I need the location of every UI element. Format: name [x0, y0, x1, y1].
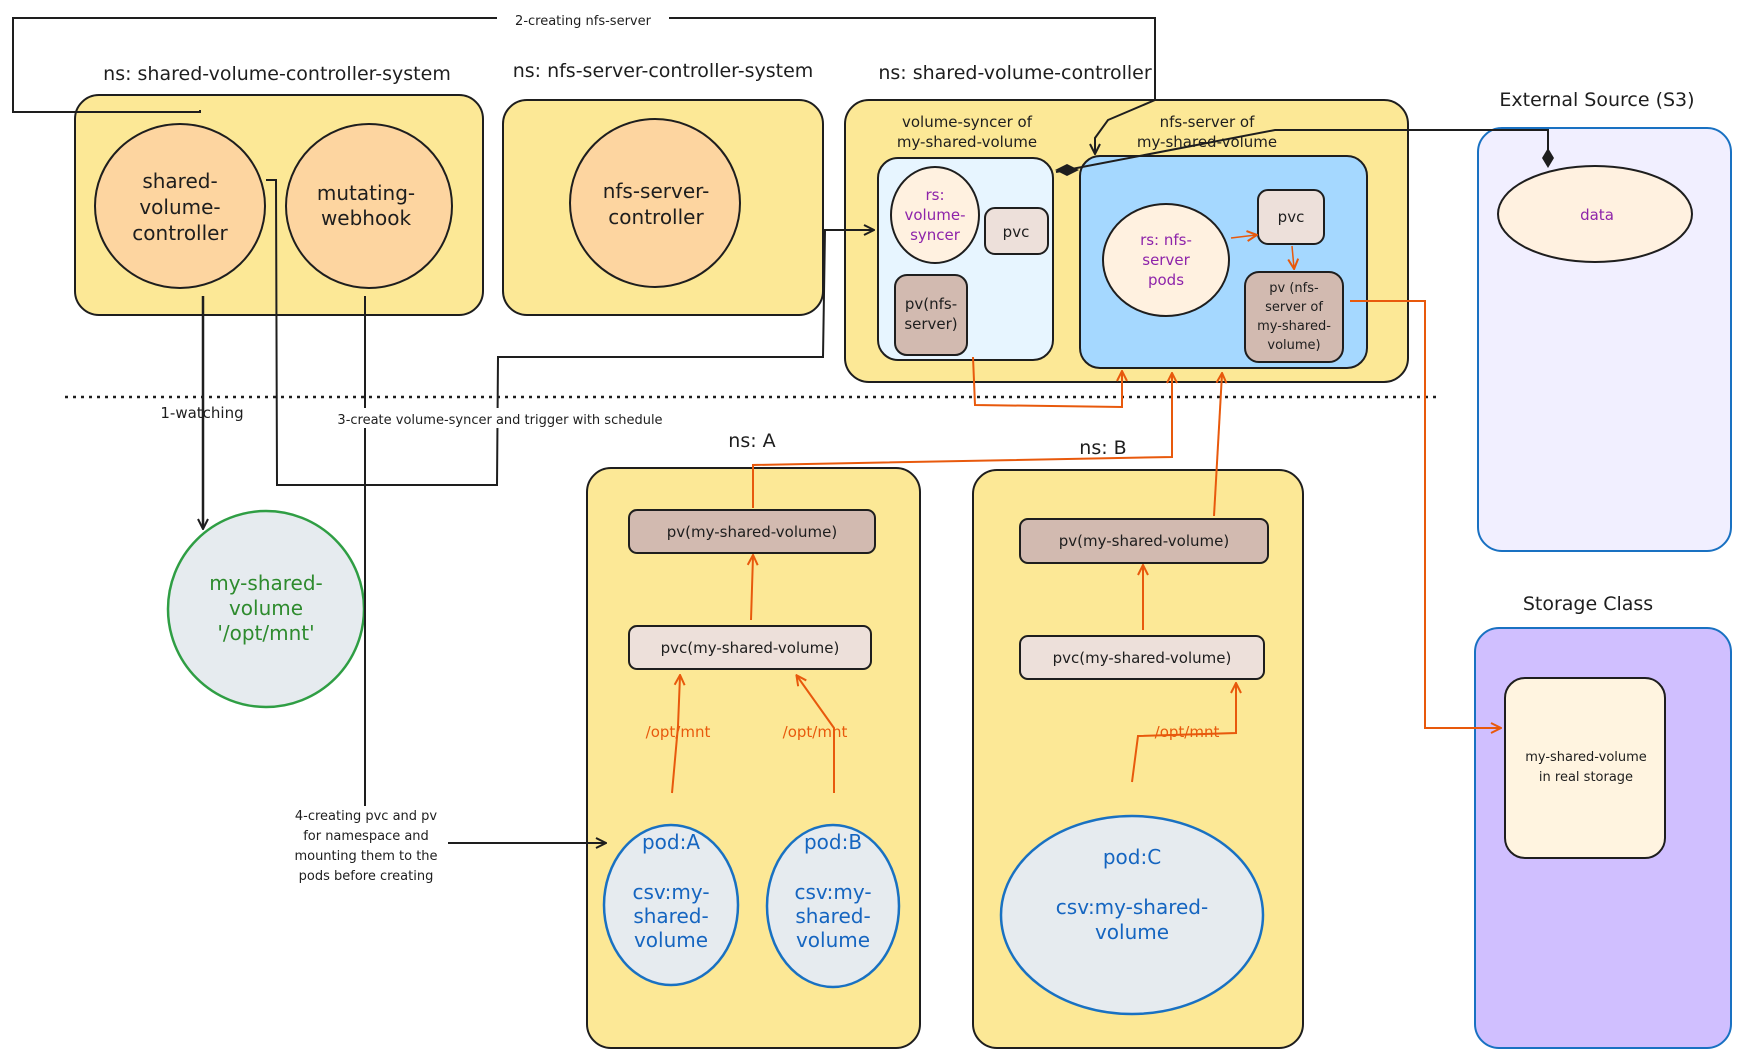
real-storage-label-1: my-shared-volume [1525, 750, 1647, 765]
pod-a-name: pod:A [642, 830, 700, 854]
nfs-server-group-title-2: my-shared-volume [1137, 133, 1277, 151]
pod-b-node [765, 823, 901, 989]
arrow-pod-a-mount [671, 676, 680, 794]
ns-a-pvc-label: pvc(my-shared-volume) [661, 639, 840, 657]
my-shared-volume-label-3: '/opt/mnt' [217, 621, 314, 645]
ns-a-pvc [628, 625, 872, 670]
nfs-server-pvc [1257, 189, 1325, 245]
diamond-s3 [1542, 148, 1554, 168]
nfs-server-controller-node [569, 118, 741, 288]
nfs-server-group-title-1: nfs-server of [1160, 113, 1255, 131]
ns-b-mount-label: /opt/mnt [1155, 723, 1220, 741]
pv-nfs-server-of-label-4: volume) [1267, 338, 1320, 353]
ns-a-pv [628, 509, 876, 554]
mutating-webhook-label-1: mutating- [317, 181, 415, 205]
volume-syncer-pvc-label: pvc [1003, 223, 1030, 241]
label-watching: 1-watching [160, 404, 243, 422]
arrow-ns-a-pvc-to-pv [751, 556, 753, 621]
pod-b-csv-1: csv:my- [794, 880, 871, 904]
label-create-volume-syncer: 3-create volume-syncer and trigger with … [337, 413, 662, 428]
nfs-server-controller-label-1: nfs-server- [603, 179, 710, 203]
real-storage-label-2: in real storage [1539, 770, 1633, 785]
ns-b-pv-label: pv(my-shared-volume) [1059, 532, 1229, 550]
shared-volume-controller-label-3: controller [132, 221, 228, 245]
ns-b-pv [1019, 518, 1269, 564]
nfs-server-controller-label-2: controller [608, 205, 704, 229]
pv-nfs-server-label-2: server) [904, 315, 957, 333]
pod-c-csv-1: csv:my-shared- [1056, 895, 1208, 919]
arrow-pv-nfs-server-to-nfs-group [972, 356, 1122, 409]
volume-syncer-group-title-2: my-shared-volume [897, 133, 1037, 151]
pod-c-name: pod:C [1103, 845, 1161, 869]
real-storage-item [1504, 677, 1666, 859]
arrow-pod-b-mount [797, 676, 835, 793]
title-ns-shared-volume-controller: ns: shared-volume-controller [878, 62, 1152, 84]
rs-volume-syncer-label-2: volume- [905, 206, 966, 224]
ns-a-mount-label-2: /opt/mnt [783, 723, 848, 741]
label-creating-nfs-server: 2-creating nfs-server [515, 14, 652, 29]
pv-nfs-server-of-label-1: pv (nfs- [1269, 281, 1319, 296]
pv-nfs-server-of-label-3: my-shared- [1257, 319, 1331, 334]
pod-a-csv-1: csv:my- [632, 880, 709, 904]
diamond-nfs-server [1055, 164, 1079, 176]
arrow-creating-nfs-server [12, 17, 1156, 153]
s3-data-node [1497, 165, 1693, 263]
label-creating-pvc-pv-1: 4-creating pvc and pv [295, 809, 438, 824]
ns-a-mount-label-1: /opt/mnt [646, 723, 711, 741]
arrow-pv-to-storage [1350, 300, 1500, 728]
arrow-rs-to-pvc [1230, 235, 1256, 238]
rs-nfs-server-label-1: rs: nfs- [1140, 231, 1192, 249]
pod-b-csv-2: shared- [795, 904, 870, 928]
rs-nfs-server-label-3: pods [1148, 271, 1184, 289]
rs-volume-syncer-label-3: syncer [910, 226, 961, 244]
mutating-webhook-label-2: webhook [321, 206, 412, 230]
rs-nfs-server-pods-node [1102, 203, 1230, 317]
pod-a-csv-2: shared- [633, 904, 708, 928]
volume-syncer-group-title-1: volume-syncer of [902, 113, 1033, 131]
ns-a-pv-label: pv(my-shared-volume) [667, 523, 837, 541]
rs-volume-syncer-label-1: rs: [925, 186, 944, 204]
arrow-ns-a-pv-to-nfs [752, 374, 1172, 508]
title-storage-class: Storage Class [1523, 593, 1653, 615]
title-ns-shared-volume-controller-system: ns: shared-volume-controller-system [103, 63, 451, 85]
mutating-webhook-node [285, 123, 453, 289]
label-creating-pvc-pv-4: pods before creating [299, 869, 434, 884]
arrow-pod-c-mount [1131, 684, 1236, 783]
pv-nfs-server-of-label-2: server of [1265, 300, 1323, 315]
pod-c-node [999, 814, 1265, 1016]
shared-volume-controller-node [94, 123, 266, 289]
pod-b-name: pod:B [804, 830, 862, 854]
arrow-ns-b-pv-to-nfs [1213, 374, 1222, 517]
arrow-creating-pvc-pv [364, 296, 605, 843]
ns-b-pvc-label: pvc(my-shared-volume) [1053, 649, 1232, 667]
title-ns-b: ns: B [1079, 437, 1126, 459]
rs-volume-syncer-node [890, 166, 980, 264]
volume-syncer-pvc [984, 207, 1049, 255]
pv-nfs-server-label-1: pv(nfs- [905, 295, 957, 313]
title-ns-a: ns: A [728, 430, 775, 452]
pod-a-node [602, 823, 740, 987]
my-shared-volume-label-2: volume [229, 596, 303, 620]
title-external-source: External Source (S3) [1499, 89, 1694, 111]
arrow-pvc-to-pv [1292, 245, 1294, 268]
pod-b-csv-3: volume [796, 928, 870, 952]
title-ns-nfs-server-controller-system: ns: nfs-server-controller-system [513, 60, 814, 82]
rs-nfs-server-label-2: server [1142, 251, 1190, 269]
nfs-server-pvc-label: pvc [1278, 208, 1305, 226]
label-creating-pvc-pv-3: mounting them to the [294, 849, 437, 864]
label-creating-pvc-pv-2: for namespace and [303, 829, 429, 844]
pod-a-csv-3: volume [634, 928, 708, 952]
shared-volume-controller-label-1: shared- [142, 169, 217, 193]
s3-data-label: data [1580, 206, 1614, 224]
ns-b-pvc [1019, 635, 1265, 680]
pod-c-csv-2: volume [1095, 920, 1169, 944]
my-shared-volume-label-1: my-shared- [209, 571, 323, 595]
shared-volume-controller-label-2: volume- [139, 195, 220, 219]
link-to-external-source [1055, 129, 1549, 173]
pv-nfs-server [894, 274, 968, 356]
pv-nfs-server-of-my-shared-volume [1244, 271, 1344, 363]
